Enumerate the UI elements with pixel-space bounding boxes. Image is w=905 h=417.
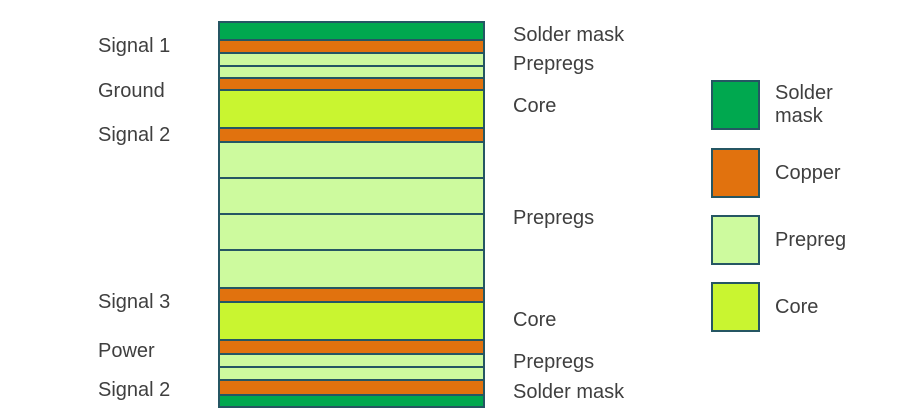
stack-layer-prepreg xyxy=(220,249,483,287)
stack-layer-core xyxy=(220,301,483,339)
right-label-solder-mask-top: Solder mask xyxy=(513,24,625,46)
stack-layer-copper xyxy=(220,127,483,141)
right-label-solder-mask-bottom: Solder mask xyxy=(513,381,625,403)
stack-layer-prepreg xyxy=(220,141,483,177)
legend-item-copper: Copper xyxy=(711,148,875,198)
stack-layer-prepreg xyxy=(220,177,483,213)
stack-layer-solder-mask xyxy=(220,394,483,406)
legend-label-copper: Copper xyxy=(775,161,841,184)
solder-mask-swatch xyxy=(711,80,760,130)
legend-label-solder-mask: Solder mask xyxy=(775,82,833,127)
left-label-signal-2-bottom: Signal 2 xyxy=(98,379,171,401)
legend-item-solder-mask: Solder mask xyxy=(711,80,875,130)
stack-layer-solder-mask xyxy=(220,23,483,39)
legend-item-core: Core xyxy=(711,282,875,332)
stack-layer-prepreg xyxy=(220,366,483,379)
right-label-prepregs-bottom: Prepregs xyxy=(513,351,595,373)
stack-layer-core xyxy=(220,89,483,127)
layer-stack xyxy=(218,21,485,408)
right-label-prepregs-top: Prepregs xyxy=(513,53,595,75)
stack-layer-copper xyxy=(220,287,483,301)
legend-label-prepreg: Prepreg xyxy=(775,228,847,251)
right-label-core-bottom: Core xyxy=(513,309,557,331)
copper-swatch xyxy=(711,148,760,198)
left-label-signal-3: Signal 3 xyxy=(98,291,171,313)
stack-layer-prepreg xyxy=(220,353,483,366)
left-label-power: Power xyxy=(98,340,155,362)
legend-label-core: Core xyxy=(775,295,819,318)
left-label-signal-1: Signal 1 xyxy=(98,35,171,57)
prepreg-swatch xyxy=(711,215,760,265)
right-label-prepregs-middle: Prepregs xyxy=(513,207,595,229)
right-label-core-top: Core xyxy=(513,95,557,117)
stack-layer-prepreg xyxy=(220,52,483,65)
stack-layer-prepreg xyxy=(220,65,483,77)
left-label-ground: Ground xyxy=(98,80,165,102)
left-label-signal-2: Signal 2 xyxy=(98,124,171,146)
stack-layer-prepreg xyxy=(220,213,483,249)
core-swatch xyxy=(711,282,760,332)
stack-layer-copper xyxy=(220,39,483,52)
stack-layer-copper xyxy=(220,379,483,394)
stack-layer-copper xyxy=(220,339,483,353)
legend-item-prepreg: Prepreg xyxy=(711,215,875,265)
stack-layer-copper xyxy=(220,77,483,89)
